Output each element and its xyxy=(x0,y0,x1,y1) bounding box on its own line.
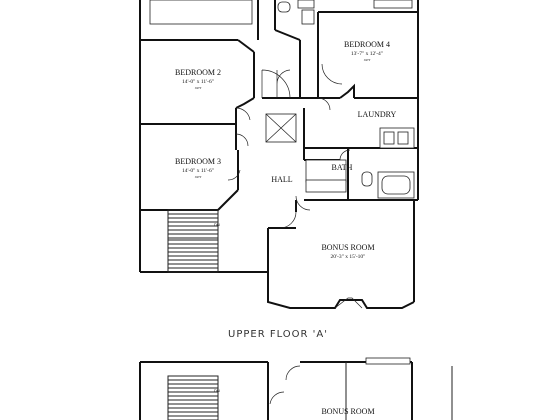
bedroom-3-note: OPT xyxy=(195,175,203,179)
bedroom-4-label: BEDROOM 4 xyxy=(344,40,390,49)
laundry-label: LAUNDRY xyxy=(358,110,397,119)
room-bedroom-2: BEDROOM 2 14'-0" x 11'-6" OPT xyxy=(175,68,221,90)
lower-plan-walls xyxy=(139,357,453,420)
room-bedroom-4: BEDROOM 4 13'-7" x 12'-4" OPT xyxy=(344,40,390,62)
bedroom-2-label: BEDROOM 2 xyxy=(175,68,221,77)
room-hall: HALL xyxy=(271,175,292,184)
doors xyxy=(227,63,363,309)
bonus-room-dims: 20'-3" x 15'-10" xyxy=(331,254,366,260)
bonus-room-b-label: BONUS ROOM xyxy=(321,407,374,416)
bedroom-4-note: OPT xyxy=(364,58,372,62)
bath-label: BATH xyxy=(332,163,353,172)
exterior-walls xyxy=(139,0,419,309)
room-laundry: LAUNDRY xyxy=(358,110,397,119)
bedroom-4-dims: 13'-7" x 12'-4" xyxy=(351,51,383,57)
room-bedroom-3: BEDROOM 3 14'-0" x 11'-6" OPT xyxy=(175,157,221,179)
bedroom-2-note: OPT xyxy=(195,86,203,90)
bedroom-3-label: BEDROOM 3 xyxy=(175,157,221,166)
fixtures xyxy=(149,0,415,199)
bedroom-2-dims: 14'-0" x 11'-6" xyxy=(182,79,214,85)
bedroom-3-dims: 14'-0" x 11'-6" xyxy=(182,168,214,174)
stairs-top xyxy=(167,209,219,273)
stair-label-top: DN xyxy=(214,222,220,227)
room-bonus: BONUS ROOM 20'-3" x 15'-10" xyxy=(321,243,374,260)
bonus-room-label: BONUS ROOM xyxy=(321,243,374,252)
stairs-bottom xyxy=(167,375,219,420)
room-bath: BATH xyxy=(332,163,353,172)
plan-caption: UPPER FLOOR 'A' xyxy=(228,329,328,340)
hall-label: HALL xyxy=(271,175,292,184)
stair-label-bottom: DN xyxy=(214,388,220,393)
